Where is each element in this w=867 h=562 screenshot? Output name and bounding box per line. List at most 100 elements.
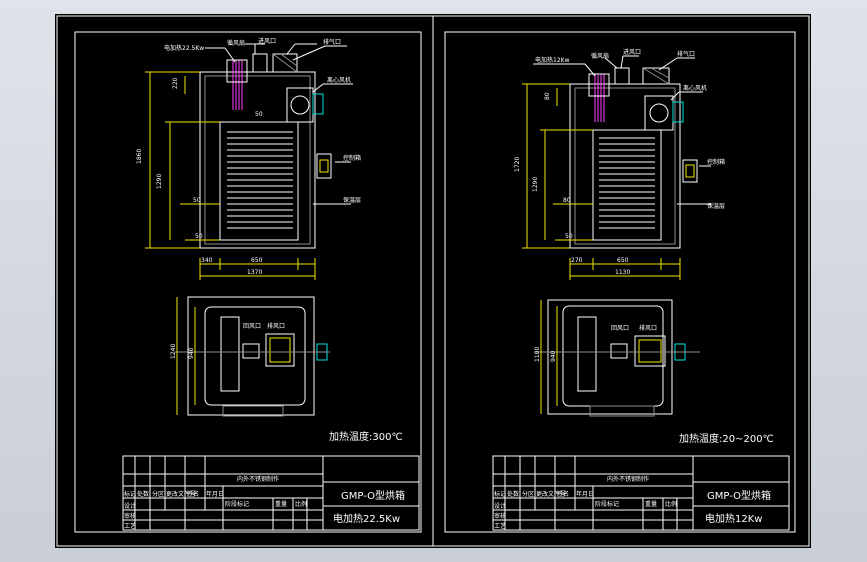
left-callout-insulation: 保温层 [343,196,361,204]
right-outlet-box [642,67,670,85]
right-dim-80: 80 [563,197,571,204]
left-tb-right-2: 比例 [295,500,307,508]
left-title-material: 内外不锈钢制作 [237,475,279,483]
right-tb-row-3: 更改文件号 [536,490,566,498]
right-fan-lines [594,74,605,122]
right-title-power: 电加热12Kw [705,512,762,525]
right-tb-row-1: 处数 [507,490,519,498]
left-plan-door [220,316,240,392]
left-title-block [122,455,420,531]
left-tb-role-0: 设计 [124,502,136,510]
right-centrifugal-fan [644,95,674,131]
left-callout-motor: 离心风机 [327,76,351,84]
right-plan-dim-h: 1100 [534,347,541,362]
left-tb-row-0: 标记 [124,490,136,498]
right-plan-inlet[interactable] [610,343,628,359]
left-frame [74,31,422,533]
right-dim-650: 650 [617,257,629,264]
left-tb-row-4: 签名 [187,490,199,498]
left-dim-50a: 50 [193,197,201,204]
left-plan-inlet[interactable] [242,343,260,359]
right-insulation-layer [574,87,676,245]
right-control-box[interactable] [682,159,698,183]
right-dim-height-inner: 1290 [532,177,539,192]
left-control-box[interactable] [316,153,332,179]
right-tb-right-0: 阶段标记 [595,500,619,508]
left-dim-height-total: 1860 [136,149,143,164]
left-callout-heater: 电加热22.5Kw [164,44,204,52]
left-tb-role-1: 审核 [124,512,136,520]
cad-drawing: 1860 1290 220 50 50 50 340 650 1370 [56,15,810,547]
right-plan-label-b: 排风口 [639,324,657,332]
left-plan-body [204,306,306,406]
left-plan-outer [187,296,315,416]
left-callout-fan: 循风扇 [227,39,245,47]
right-callout-heater: 电加热12Kw [535,56,570,64]
right-fan-housing [588,73,610,97]
left-plan-outlet[interactable] [265,333,295,367]
left-leader-lines [205,43,353,205]
left-plan-label-b: 排风口 [267,322,285,330]
right-plan-door [577,316,597,392]
left-plan-label-a: 回风口 [243,323,261,330]
left-tb-row-3: 更改文件号 [166,490,196,498]
right-dim-top-gap: 80 [544,92,551,100]
right-inlet-box [614,67,630,85]
left-callout-outlet: 排气口 [323,38,341,46]
left-callout-control: 控制箱 [343,154,361,162]
left-fan-housing [226,59,248,83]
left-dim-top-gap: 220 [172,77,179,89]
right-tb-row-0: 标记 [494,490,506,498]
left-title-power: 电加热22.5Kw [333,512,400,525]
left-insulation-layer [204,75,311,245]
left-dim-50b: 50 [195,233,203,240]
right-dim-270: 270 [571,257,583,264]
left-dimension-lines [145,71,316,280]
right-callout-motor: 离心风机 [683,84,707,92]
left-tb-right-0: 阶段标记 [225,500,249,508]
left-callout-inlet: 进风口 [258,37,276,45]
right-callout-inlet: 进风口 [623,48,641,56]
right-plan-dim-h2: 940 [550,350,557,362]
left-tb-right-1: 重量 [275,500,287,508]
right-title-block [492,455,790,531]
left-plan-dim-h: 940 [188,347,195,359]
left-dim-340: 340 [201,257,213,264]
left-tb-role-2: 工艺 [124,522,136,530]
right-callout-outlet: 排气口 [677,50,695,58]
left-tb-row-1: 处数 [137,490,149,498]
left-motor[interactable] [312,93,324,115]
right-motor[interactable] [672,101,684,123]
right-drawing: 1720 1290 80 80 50 270 650 1130 电加热12Kw [444,31,796,533]
right-oven-outer [569,83,681,249]
left-plan-dim-h2: 1240 [170,344,177,359]
right-title-material: 内外不锈钢制作 [607,475,649,483]
right-tb-row-5: 年月日 [576,490,594,498]
right-leader-lines [533,55,711,205]
right-callout-fan: 循风扇 [591,52,609,60]
right-tb-row-2: 分区 [522,490,534,498]
right-callout-insulation: 保温层 [707,202,725,210]
left-dim-total-width: 1370 [247,269,262,276]
left-spec-temperature: 加热温度:300℃ [329,430,403,443]
left-inlet-box [252,53,268,73]
left-oven-chamber [219,121,299,241]
right-tb-role-2: 工艺 [494,522,506,530]
left-drawing: 1860 1290 220 50 50 50 340 650 1370 [74,31,422,533]
right-plan-outlet[interactable] [634,335,666,367]
right-dimension-lines [522,83,681,280]
right-tb-role-0: 设计 [494,502,506,510]
left-outlet-box [272,53,298,73]
right-plan-label-a: 回风口 [611,325,629,332]
drawing-sheet[interactable]: 1860 1290 220 50 50 50 340 650 1370 [55,14,811,548]
right-tb-row-4: 签名 [557,490,569,498]
right-frame [444,31,796,533]
right-plan-outer [547,299,673,415]
right-dim-total-width: 1130 [615,269,630,276]
left-title-product: GMP-O型烘箱 [341,489,405,502]
right-title-product: GMP-O型烘箱 [707,489,771,502]
right-dim-50: 50 [565,233,573,240]
right-tb-right-2: 比例 [665,500,677,508]
left-tb-row-2: 分区 [152,490,164,498]
